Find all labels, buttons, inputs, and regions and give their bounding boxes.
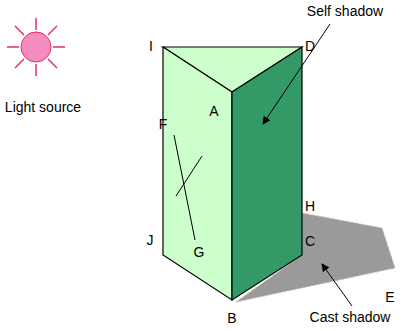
line-fg	[174, 135, 195, 240]
vertex-label: D	[305, 39, 315, 54]
light-source-symbol	[7, 18, 65, 76]
vertex-label: I	[149, 39, 153, 54]
leader-line	[263, 24, 330, 124]
callout-label: Cast shadow	[310, 310, 391, 325]
vertex-label: G	[194, 245, 205, 260]
vertex-label: E	[385, 290, 394, 305]
line-fg-shadow	[176, 156, 202, 196]
vertex-label: H	[305, 199, 315, 214]
callout-label: Self shadow	[307, 4, 383, 19]
leader-line	[322, 264, 352, 306]
vertex-label: B	[227, 311, 236, 326]
self-shadow-face	[232, 47, 302, 300]
text-label: Light source	[5, 100, 81, 115]
vertex-label: A	[209, 104, 218, 119]
vertex-label: C	[305, 234, 315, 249]
vertex-label: J	[147, 233, 154, 248]
vertex-label: F	[159, 117, 168, 132]
lit-face	[163, 47, 232, 300]
